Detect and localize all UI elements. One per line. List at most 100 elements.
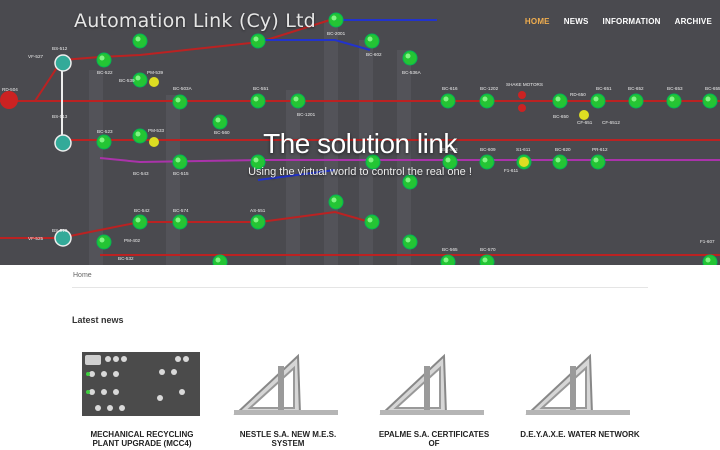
latest-news-heading: Latest news <box>72 315 124 325</box>
diagram-label: BC-532 <box>118 256 134 261</box>
diagram-label: BC-551 <box>253 86 269 91</box>
diagram-label: F1-607 <box>700 239 715 244</box>
device-indicator-highlight <box>215 117 221 123</box>
diagram-label: BC-653 <box>667 86 683 91</box>
device-indicator-highlight <box>253 217 259 223</box>
device-indicator-highlight <box>705 257 711 263</box>
diagram-column <box>359 40 373 265</box>
device-indicator <box>402 234 418 250</box>
diagram-pipe <box>257 169 336 181</box>
diagram-column <box>286 90 300 265</box>
diagram-label: BC-523 <box>97 129 113 134</box>
device-indicator-highlight <box>99 137 105 143</box>
plant-diagram-background: RD-504VF-527BS-512BC-522BC-539PM-539BS-5… <box>0 12 720 265</box>
diagram-label: BC-565 <box>442 247 458 252</box>
diagram-label: BC-650 <box>553 114 569 119</box>
al-logo-thumbnail[interactable] <box>520 352 638 416</box>
control-panel-thumbnail[interactable] <box>82 352 200 416</box>
device-indicator <box>250 93 266 109</box>
diagram-label: CF-6512 <box>602 120 620 125</box>
status-lamp <box>579 110 589 120</box>
diagram-label: F1-611 <box>504 168 519 173</box>
news-item[interactable]: MECHANICAL RECYCLING PLANT UPGRADE (MCC4… <box>82 352 202 448</box>
red-indicator <box>518 104 526 112</box>
device-indicator-highlight <box>405 177 411 183</box>
diagram-label: CF-651 <box>577 120 593 125</box>
diagram-label: RD-650 <box>570 92 586 97</box>
status-lamp <box>149 77 159 87</box>
diagram-label: BC-570 <box>480 247 496 252</box>
diagram-column <box>166 95 180 265</box>
news-title[interactable]: MECHANICAL RECYCLING PLANT UPGRADE (MCC4… <box>90 430 194 448</box>
hero-title: The solution link <box>263 128 457 159</box>
device-indicator <box>172 214 188 230</box>
device-indicator-highlight <box>175 217 181 223</box>
al-logo-thumbnail[interactable] <box>374 352 492 416</box>
news-item[interactable]: NESTLE S.A. NEW M.E.S. SYSTEM <box>228 352 348 448</box>
device-indicator-highlight <box>593 96 599 102</box>
pump-indicator <box>54 229 72 247</box>
pump-indicator <box>54 54 72 72</box>
device-indicator-highlight <box>705 96 711 102</box>
diagram-label: BC-651 <box>596 86 612 91</box>
status-lamp <box>149 137 159 147</box>
main-nav: HOME NEWS INFORMATION ARCHIVE <box>525 17 712 26</box>
diagram-label: VF-527 <box>28 54 44 59</box>
al-logo-thumbnail[interactable] <box>228 352 346 416</box>
breadcrumb[interactable]: Home <box>73 272 92 279</box>
diagram-label: BC-620 <box>555 147 571 152</box>
divider <box>72 287 648 288</box>
device-indicator-highlight <box>99 237 105 243</box>
device-indicator <box>250 214 266 230</box>
device-indicator <box>212 114 228 130</box>
device-indicator-highlight <box>331 197 337 203</box>
diagram-label: BS-510 <box>52 228 68 233</box>
device-indicator-highlight <box>443 96 449 102</box>
diagram-label: BC-574 <box>173 208 189 213</box>
diagram-label: PR-612 <box>592 147 608 152</box>
device-indicator-highlight <box>175 157 181 163</box>
news-item[interactable]: D.E.Y.A.X.E. WATER NETWORK <box>520 352 640 439</box>
device-indicator-highlight <box>555 96 561 102</box>
diagram-label: PM-533 <box>148 128 165 133</box>
diagram-label: BC-503A <box>173 86 193 91</box>
site-brand[interactable]: Automation Link (Cy) Ltd <box>74 10 316 32</box>
device-indicator-highlight <box>669 96 675 102</box>
news-title[interactable]: NESTLE S.A. NEW M.E.S. SYSTEM <box>239 430 337 448</box>
news-item[interactable]: EPALME S.A. CERTIFICATES OF <box>374 352 494 448</box>
diagram-label: BC-515 <box>173 171 189 176</box>
nav-home[interactable]: HOME <box>524 17 550 26</box>
diagram-label: BC-616 <box>442 86 458 91</box>
device-indicator-highlight <box>482 257 488 263</box>
device-indicator <box>590 93 606 109</box>
device-indicator <box>290 93 306 109</box>
diagram-pipe <box>258 39 371 51</box>
diagram-label: VF-525 <box>28 236 44 241</box>
nav-news[interactable]: NEWS <box>563 17 589 26</box>
nav-information[interactable]: INFORMATION <box>602 17 661 26</box>
diagram-pipe <box>0 19 331 102</box>
device-indicator-highlight <box>293 96 299 102</box>
diagram-column <box>89 70 103 265</box>
diagram-label: PM-539 <box>147 70 164 75</box>
device-indicator <box>552 93 568 109</box>
device-indicator-highlight <box>368 157 374 163</box>
device-indicator-highlight <box>367 217 373 223</box>
device-indicator-highlight <box>253 157 259 163</box>
diagram-label: BS-512 <box>52 46 68 51</box>
device-indicator <box>628 93 644 109</box>
diagram-label: BC-543 <box>133 171 149 176</box>
device-indicator <box>328 194 344 210</box>
news-title[interactable]: EPALME S.A. CERTIFICATES OF <box>378 430 490 448</box>
device-indicator <box>440 93 456 109</box>
diagram-label: AS-551 <box>250 208 266 213</box>
nav-archive[interactable]: ARCHIVE <box>674 17 712 26</box>
diagram-label: BC-609 <box>480 147 496 152</box>
device-indicator <box>96 234 112 250</box>
device-indicator <box>250 33 266 49</box>
news-title[interactable]: D.E.Y.A.X.E. WATER NETWORK <box>520 430 640 439</box>
device-indicator-highlight <box>443 257 449 263</box>
diagram-label: BC-539 <box>119 78 135 83</box>
device-indicator <box>172 94 188 110</box>
device-indicator <box>328 12 344 28</box>
